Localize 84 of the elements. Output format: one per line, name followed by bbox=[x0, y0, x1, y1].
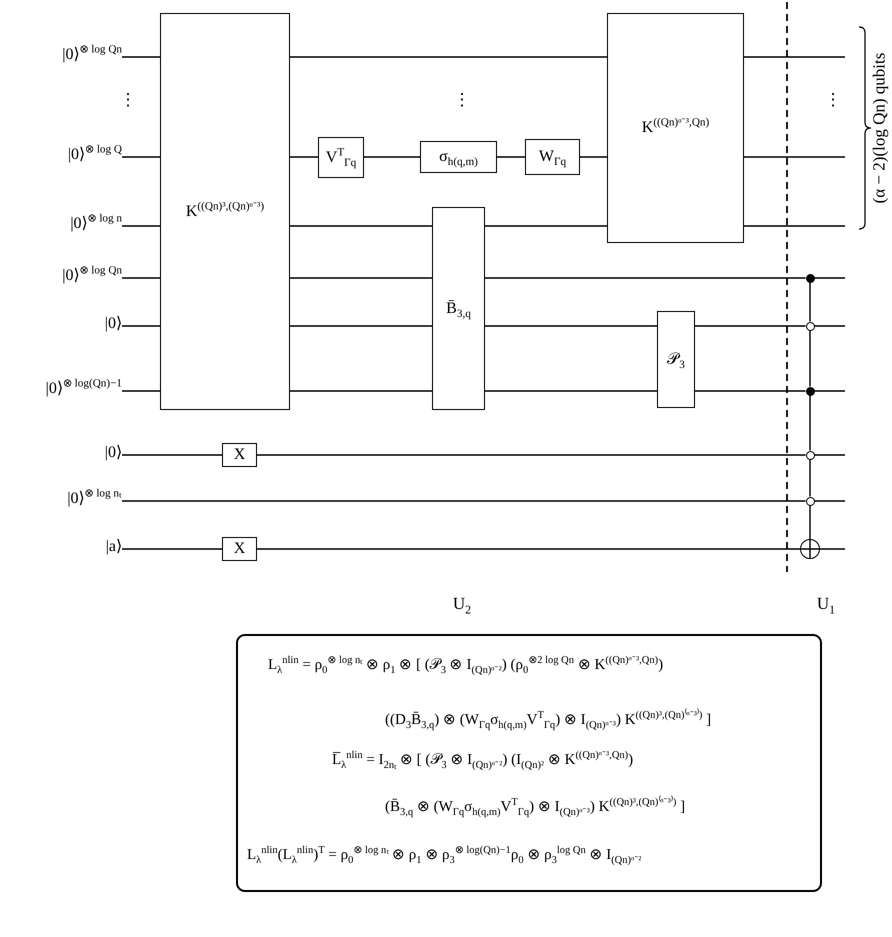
wire bbox=[814, 325, 845, 327]
wire bbox=[364, 156, 420, 158]
wire bbox=[290, 156, 318, 158]
gate-label: W$_{Γq}$ bbox=[538, 148, 566, 166]
wire bbox=[814, 500, 845, 502]
gate-box bbox=[420, 141, 497, 173]
ellipsis: ⋮ bbox=[824, 90, 842, 110]
control-line bbox=[809, 506, 811, 539]
equation: (B̄$_{3,q}$ ⊗ (W$_{Γq}$σ$_{h(q,m)}$V$^{T}$$_{Γq}$) ⊗ I$_{(Qn)ᵅ⁻³}$) K$^{((Qn)³,(Qn)⁽ᵅ⁻³⁾)}$ ] bbox=[385, 796, 686, 818]
gate-box bbox=[222, 443, 257, 467]
gate-label: B̄$_{3,q}$ bbox=[446, 300, 471, 318]
gate-label: K$^{((Qn)ᵅ⁻³,Qn)}$ bbox=[642, 119, 710, 137]
wire bbox=[820, 548, 845, 550]
wire bbox=[744, 225, 845, 227]
wire bbox=[122, 454, 222, 456]
wire bbox=[290, 325, 432, 327]
wire bbox=[290, 390, 432, 392]
wire bbox=[485, 390, 657, 392]
gate-label: K$^{((Qn)³,(Qn)ᵅ⁻³)}$ bbox=[186, 202, 264, 220]
wire bbox=[814, 390, 845, 392]
gate-box bbox=[160, 13, 290, 410]
input-state-label: |0⟩$^{⊗ log Q}$ bbox=[68, 145, 122, 165]
gate-box bbox=[222, 537, 257, 561]
wire bbox=[485, 325, 657, 327]
gate-box bbox=[432, 207, 485, 410]
wire bbox=[485, 225, 607, 227]
section-label: U$_{1}$ bbox=[816, 594, 836, 614]
ellipsis: ⋮ bbox=[120, 90, 136, 110]
gate-label: σ$_{h(q,m)}$ bbox=[439, 148, 478, 166]
gate-box bbox=[318, 137, 364, 178]
gate-label: 𝒫$_{3}$ bbox=[667, 350, 685, 369]
input-state-label: |0⟩$^{⊗ log Qn}$ bbox=[62, 266, 122, 286]
input-state-label: |0⟩$^{⊗ log(Qn)−1}$ bbox=[46, 379, 122, 399]
wire bbox=[290, 225, 432, 227]
wire bbox=[257, 548, 800, 550]
input-state-label: |0⟩$^{⊗ log Qn}$ bbox=[62, 45, 122, 65]
wire bbox=[122, 225, 160, 227]
control-line bbox=[809, 282, 811, 322]
input-state-label: |0⟩$^{⊗ log n}$ bbox=[70, 214, 122, 234]
equation: L$_{λ}$$^{nlin}$(L$_{λ}$$^{nlin}$)$^{T}$ = ρ$_{0}$$^{⊗ log nₜ}$ ⊗ ρ$_{1}$ ⊗ ρ$_{3}$$^{⊗ log(Qn)−1}$ρ$_{0}$ ⊗ ρ$_{3}$$^{log Qn}$ ⊗ I$_{(Qn)ᵅ⁻²}$ bbox=[247, 844, 642, 866]
wire bbox=[122, 500, 806, 502]
input-state-label: |a⟩ bbox=[106, 537, 122, 557]
open-control-dot bbox=[806, 450, 814, 460]
control-dot bbox=[806, 274, 814, 282]
equation: ((D$_{3}$B̄$_{3,q}$) ⊗ (W$_{Γq}$σ$_{h(q,m)}$V$^{T}$$_{Γq}$) ⊗ I$_{(Qn)ᵅ⁻³}$) K$^{((Qn)³,(Qn)⁽ᵅ⁻³⁾)}$ ] bbox=[385, 709, 712, 731]
input-state-label: |0⟩$^{⊗ log nₜ}$ bbox=[67, 489, 122, 509]
control-line bbox=[809, 330, 811, 386]
wire bbox=[122, 325, 160, 327]
input-state-label: |0⟩ bbox=[104, 443, 122, 463]
open-control-dot bbox=[806, 496, 814, 506]
formula-box bbox=[236, 634, 822, 892]
wire bbox=[122, 56, 160, 58]
wire bbox=[122, 390, 160, 392]
wire bbox=[290, 277, 432, 279]
control-dot bbox=[806, 386, 814, 396]
wire bbox=[695, 390, 806, 392]
wire bbox=[122, 277, 160, 279]
wire bbox=[290, 56, 607, 58]
wire bbox=[485, 277, 806, 279]
gate-box bbox=[607, 13, 744, 243]
wire bbox=[497, 156, 525, 158]
wire bbox=[744, 156, 845, 158]
gate-label: X bbox=[234, 446, 246, 464]
wire bbox=[695, 325, 806, 327]
ellipsis: ⋮ bbox=[454, 90, 470, 110]
equation: L$_{λ}$$^{nlin}$ = ρ$_{0}$$^{⊗ log nₜ}$ ⊗ ρ$_{1}$ ⊗ [ (𝒫$_{3}$ ⊗ I$_{(Qn)ᵅ⁻²}$) (ρ$_{0}$$^{⊗2 log Qn}$ ⊗ K$^{((Qn)ᵅ⁻³,Qn)}$) bbox=[268, 654, 664, 676]
section-label: U$_{2}$ bbox=[452, 594, 472, 614]
gate-box bbox=[525, 139, 580, 175]
input-state-label: |0⟩ bbox=[104, 314, 122, 334]
control-line bbox=[809, 460, 811, 496]
gate-label: X bbox=[234, 540, 246, 558]
wire bbox=[744, 56, 845, 58]
wire bbox=[814, 454, 845, 456]
target-symbol bbox=[800, 539, 820, 559]
wire bbox=[580, 156, 607, 158]
wire bbox=[814, 277, 845, 279]
wire bbox=[122, 156, 160, 158]
wire bbox=[122, 548, 222, 550]
control-line bbox=[809, 396, 811, 450]
brace-label: (α − 2)(log Qn) qubits bbox=[869, 52, 889, 204]
equation: L̅$_{λ}$$^{nlin}$ = I$_{2nₜ}$ ⊗ [ (𝒫$_{3}$ ⊗ I$_{(Qn)ᵅ⁻²}$) (I$_{(Qn)²}$ ⊗ K$^{((Qn)ᵅ⁻³,Qn)}$) bbox=[332, 749, 634, 771]
wire bbox=[257, 454, 806, 456]
open-control-dot bbox=[806, 322, 814, 330]
gate-box bbox=[657, 311, 695, 408]
